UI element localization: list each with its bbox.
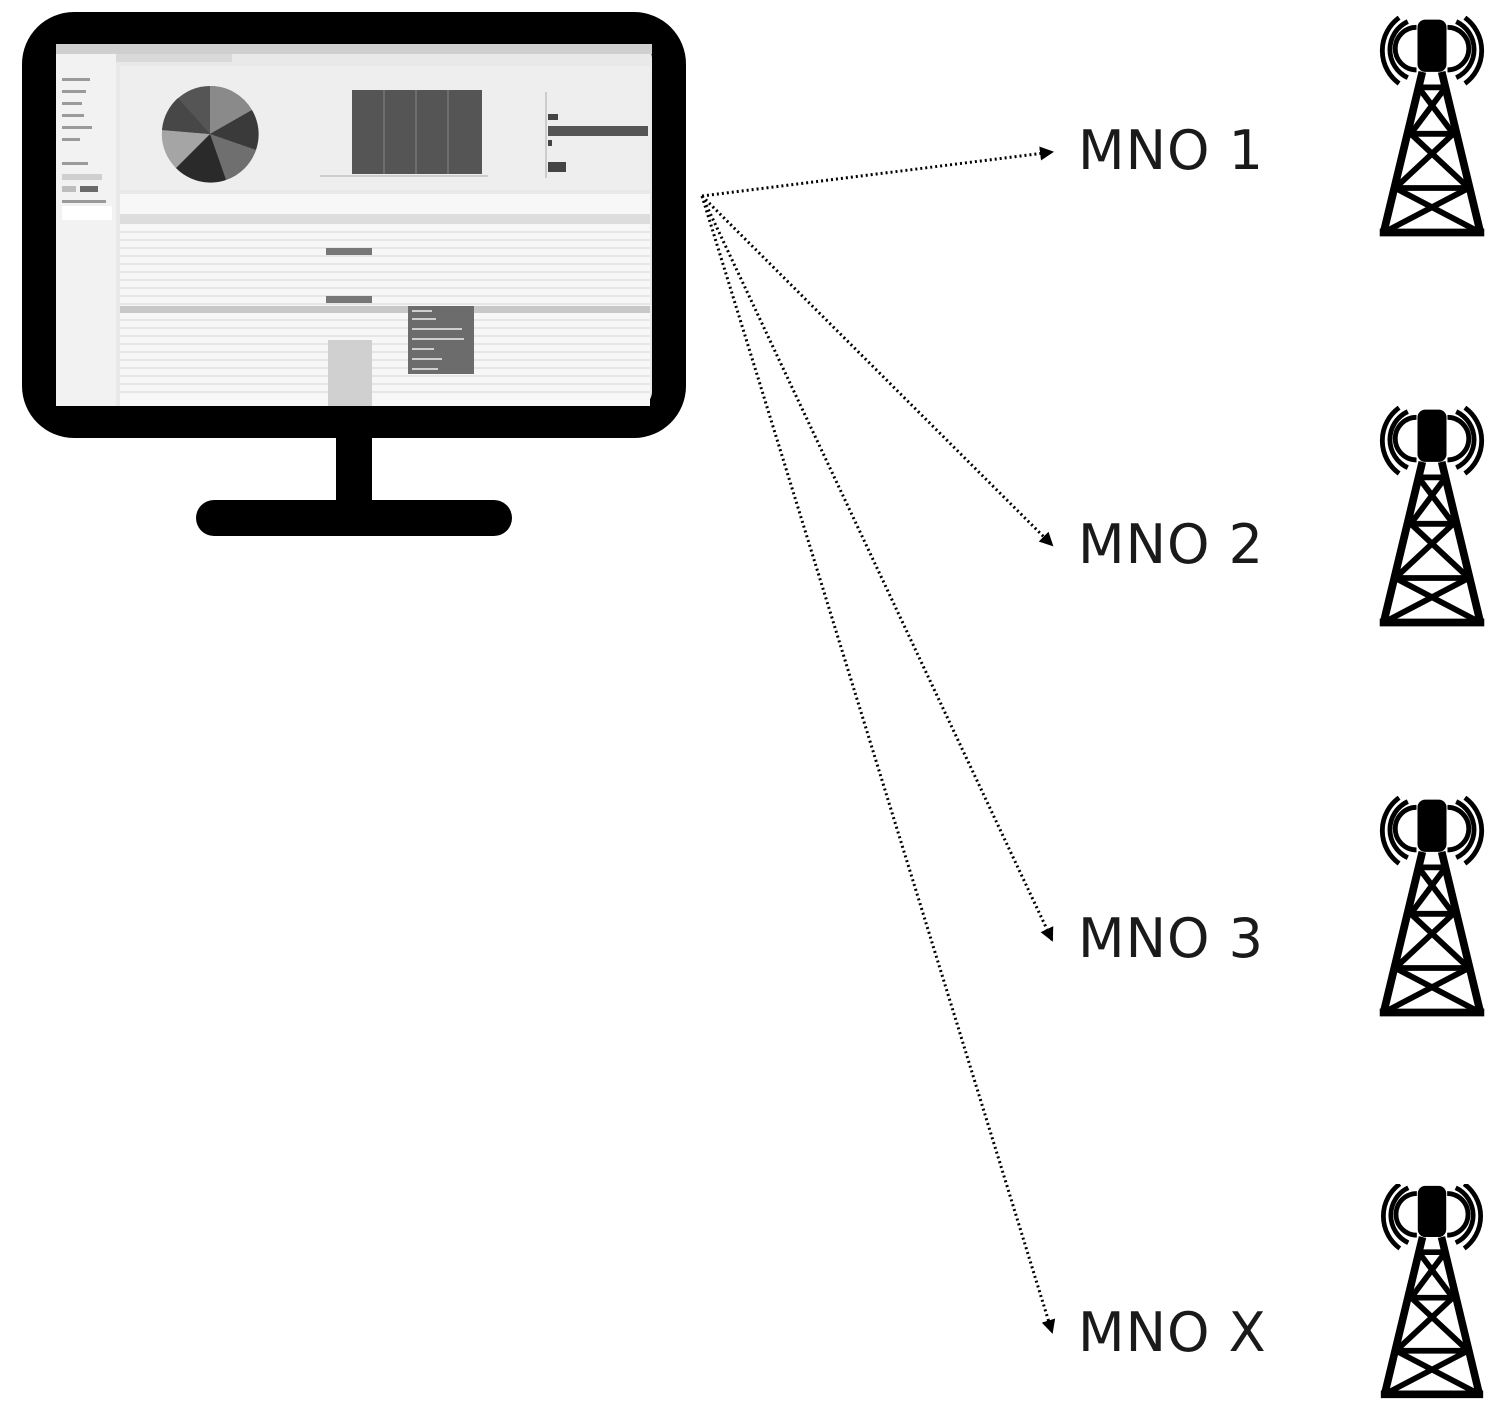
- cell-tower-icon: [1380, 18, 1485, 233]
- monitor-screen-dashboard: [56, 44, 652, 406]
- mini-pie-chart: [161, 85, 259, 183]
- mno-1-label: MNO 1: [1078, 119, 1265, 182]
- connection-arrows: [700, 146, 1056, 1334]
- arrow-to-mno-1: [701, 146, 1054, 198]
- monitor-icon: [22, 12, 686, 536]
- cell-tower-icon: [1380, 798, 1485, 1013]
- arrow-to-mno-2: [700, 194, 1054, 547]
- mno-3-label: MNO 3: [1078, 907, 1265, 970]
- arrow-to-mno-x: [700, 195, 1056, 1334]
- arrow-to-mno-3: [700, 195, 1054, 942]
- mini-hbar-chart: [545, 92, 648, 178]
- cell-tower-icon: [1380, 408, 1485, 623]
- cell-tower-icon: [1381, 1184, 1483, 1394]
- mini-data-table: [120, 194, 650, 406]
- mno-x-label: MNO X: [1078, 1301, 1267, 1364]
- mini-bar-chart: [320, 90, 488, 177]
- mno-2-label: MNO 2: [1078, 513, 1265, 576]
